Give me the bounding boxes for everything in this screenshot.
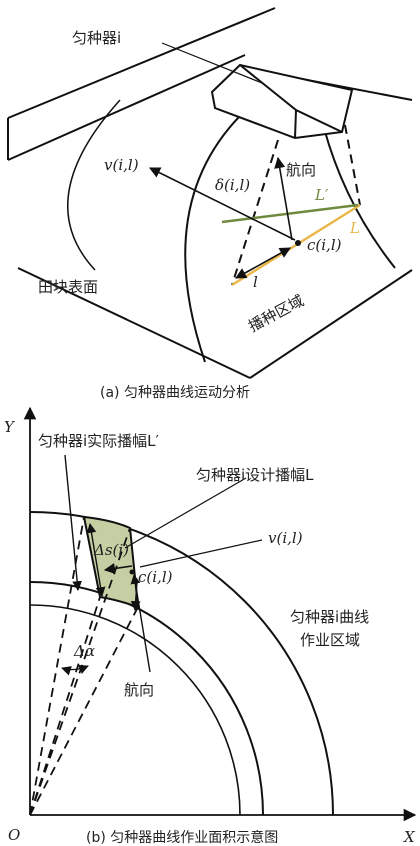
heading-label: 航向 xyxy=(286,161,316,179)
y-axis-label: Y xyxy=(4,418,16,436)
projection-right xyxy=(344,124,361,206)
seeder-box xyxy=(210,63,354,140)
inner-arc xyxy=(29,581,264,816)
l-width-label: L xyxy=(349,219,360,237)
inner-arc-2 xyxy=(29,604,241,816)
design-width-label: 匀种器i设计播幅L xyxy=(196,466,314,484)
velocity-arrow-b xyxy=(103,562,133,575)
origin-label: O xyxy=(8,826,20,844)
region-label-line2: 作业区域 xyxy=(300,631,360,649)
region-label-line1: 匀种器i曲线 xyxy=(290,608,369,626)
velocity-label: v(i,l) xyxy=(104,156,139,174)
lprime-label: L′ xyxy=(314,186,329,204)
seeding-area-outer-arc xyxy=(323,127,396,269)
center-point-b xyxy=(129,569,135,575)
x-axis-label: X xyxy=(403,828,416,846)
ds-label: Δs(i) xyxy=(93,541,129,559)
field-outline xyxy=(7,7,413,379)
panel-a: 匀种器i v(i,l) δ(i,l) 航向 L′ L c(i,l) l 田块表面… xyxy=(7,7,413,401)
l-label: l xyxy=(253,273,258,291)
center-label: c(i,l) xyxy=(307,236,342,254)
panel-b-caption: (b) 匀种器曲线作业面积示意图 xyxy=(86,829,278,846)
dalpha-label: Δα xyxy=(73,642,95,660)
field-label: 田块表面 xyxy=(38,278,98,296)
center-label-b: c(i,l) xyxy=(138,568,173,586)
field-inner-arc xyxy=(67,99,121,271)
area-label: 播种区域 xyxy=(245,291,306,335)
panel-b: Y X O 匀种器i实际播幅L′ 匀种器i设计播幅L v(i,l) Δs(i xyxy=(4,406,417,846)
seeding-area-inner-arc xyxy=(184,107,249,363)
delta-label: δ(i,l) xyxy=(215,176,250,194)
velocity-leader xyxy=(139,539,263,568)
actual-width-line xyxy=(221,203,359,224)
heading-arrow xyxy=(274,156,293,241)
dalpha-arc xyxy=(61,664,89,676)
heading-tip-arrow xyxy=(130,581,141,611)
seeder-label-leader xyxy=(161,42,263,84)
seeder-label: 匀种器i xyxy=(72,29,121,47)
design-width-leader xyxy=(124,477,247,549)
actual-width-label: 匀种器i实际播幅L′ xyxy=(38,432,160,450)
panel-a-caption: (a) 匀种器曲线运动分析 xyxy=(100,385,250,401)
actual-width-arrow xyxy=(64,454,83,591)
l-dimension-arrow xyxy=(235,247,291,279)
velocity-label-b: v(i,l) xyxy=(268,529,303,547)
velocity-arrow xyxy=(148,167,296,241)
middle-arc xyxy=(30,540,318,815)
center-point xyxy=(295,240,301,246)
ds-arrow xyxy=(86,523,106,597)
heading-label-b: 航向 xyxy=(124,681,154,699)
